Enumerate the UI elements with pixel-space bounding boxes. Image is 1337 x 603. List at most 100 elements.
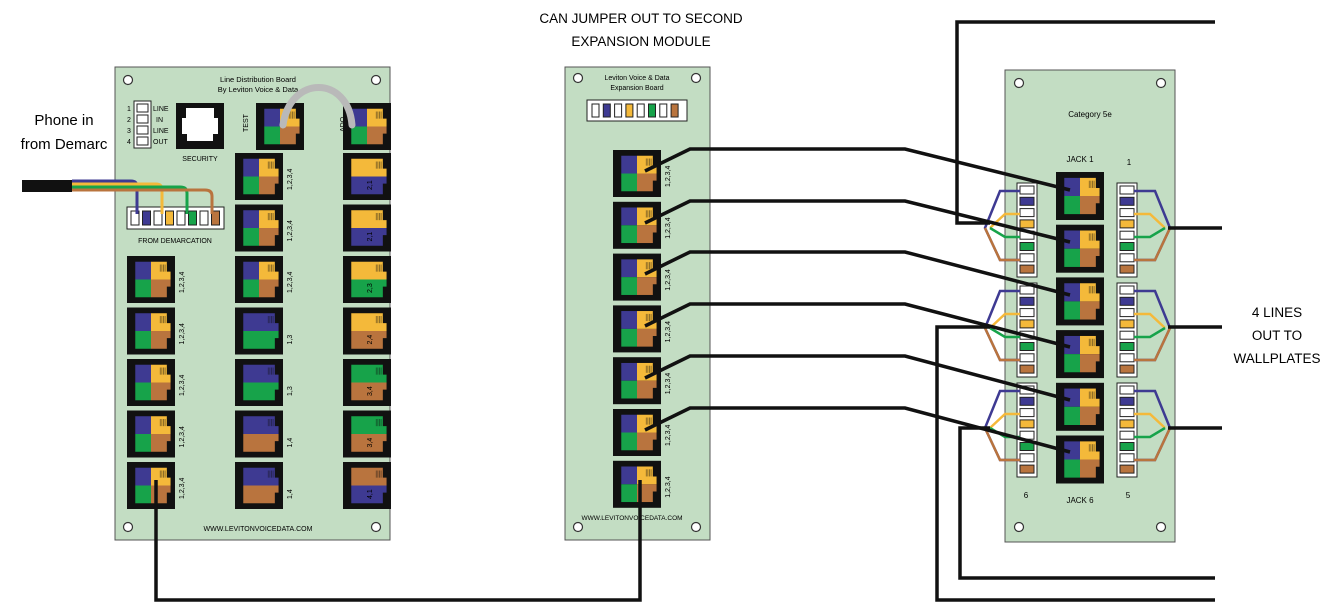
rj-jack — [127, 307, 175, 355]
jack-pair-label: 1,2,3,4 — [287, 271, 294, 293]
rj-jack — [127, 359, 175, 406]
line-label: LINE — [153, 128, 169, 135]
pin-number: 2 — [127, 117, 131, 124]
jack-pair-label: 1,3 — [287, 335, 294, 345]
jack-pair-label: 1,4 — [287, 438, 294, 448]
cat5e-jack — [1056, 277, 1104, 326]
rj-jack — [613, 409, 661, 456]
jack-pair-label: 4,1 — [367, 489, 374, 499]
outside-cable-top — [955, 20, 1215, 225]
jack-pair-label: 1,2,3,4 — [179, 426, 186, 448]
test-ado-jumper — [279, 84, 356, 129]
punchdown-strip — [1016, 382, 1038, 478]
mount-hole — [1155, 77, 1167, 89]
outside-cable-middle — [958, 426, 1215, 580]
jack-pair-label: 1,2,3,4 — [665, 217, 672, 239]
jumper-label-1: CAN JUMPER OUT TO SECOND — [539, 11, 743, 26]
mount-hole — [690, 72, 702, 84]
middle-jack-column: 1,2,3,41,2,3,41,2,3,41,31,31,41,4 — [235, 153, 294, 509]
lines-out-label-2: OUT TO — [1252, 328, 1302, 343]
jack-1-label: JACK 1 — [1066, 155, 1094, 164]
jack-pair-label: 2,4 — [367, 335, 374, 345]
terminal-slot — [153, 210, 163, 226]
mount-hole — [690, 521, 702, 533]
expansion-terminal — [586, 99, 688, 122]
jack-pair-label: 2,3 — [367, 283, 374, 293]
jack-pair-label: 1,3 — [287, 386, 294, 396]
punchdown-strip — [1116, 382, 1138, 478]
mount-hole — [572, 72, 584, 84]
mount-hole — [1013, 77, 1025, 89]
jack-cable — [644, 354, 1071, 402]
distribution-board-website: WWW.LEVITONVOICEDATA.COM — [204, 526, 313, 533]
terminal-slot — [165, 210, 174, 226]
terminal-slot — [199, 210, 209, 226]
demarcation-label: FROM DEMARCATION — [138, 238, 212, 245]
terminal-slot — [625, 103, 634, 118]
lines-out-label-1: 4 LINES — [1252, 305, 1302, 320]
security-jack — [176, 103, 224, 149]
mount-hole — [122, 74, 134, 86]
pin-label-6: 6 — [1024, 491, 1029, 500]
security-label: SECURITY — [182, 156, 218, 163]
cat5e-jack — [1056, 224, 1104, 273]
rj-jack — [613, 150, 661, 197]
rj-jack — [235, 153, 283, 200]
terminal-slot — [591, 103, 600, 118]
terminal-slot — [142, 210, 151, 226]
rj-jack — [235, 462, 283, 509]
punchdown-strip — [1016, 282, 1038, 378]
mount-hole — [370, 521, 382, 533]
rj-jack — [235, 307, 283, 355]
mount-hole — [122, 521, 134, 533]
distribution-board-title-1: Line Distribution Board — [220, 75, 296, 84]
terminal-slot — [614, 103, 623, 118]
wiring — [22, 20, 1222, 602]
jack-pair-label: 1,4 — [287, 489, 294, 499]
punchdown-strip — [1116, 282, 1138, 378]
pin-number: 1 — [127, 106, 131, 113]
terminal-slot — [176, 210, 186, 226]
rj-jack — [343, 410, 391, 458]
expansion-board-title-1: Leviton Voice & Data — [605, 75, 670, 82]
terminal-slot — [659, 103, 668, 118]
cat5e-jack — [1056, 382, 1104, 431]
pin-number: 4 — [127, 139, 131, 146]
test-label: TEST — [243, 113, 250, 132]
rj-jack — [613, 253, 661, 301]
phone-in-label-1: Phone in — [34, 112, 93, 129]
rj-jack — [127, 256, 175, 303]
cat5e-title: Category 5e — [1068, 110, 1112, 119]
rj-jack — [235, 204, 283, 252]
rj-jack — [343, 359, 391, 406]
jack-cable — [644, 147, 1071, 192]
rj-jack — [343, 307, 391, 355]
lines-out-label-3: WALLPLATES — [1233, 351, 1320, 366]
jack-pair-label: 1,2,3,4 — [665, 424, 672, 446]
distribution-board: Line Distribution Board By Leviton Voice… — [114, 66, 391, 541]
mount-hole — [572, 521, 584, 533]
jack-pair-label: 3,4 — [367, 386, 374, 396]
jack-6-label: JACK 6 — [1066, 496, 1094, 505]
rj-jack — [613, 460, 661, 508]
demarcation-terminal — [126, 206, 225, 230]
rj-jack — [613, 201, 661, 249]
expansion-jack-column: 1,2,3,41,2,3,41,2,3,41,2,3,41,2,3,41,2,3… — [613, 150, 672, 508]
expansion-board-title-2: Expansion Board — [610, 85, 663, 92]
jack-cable — [644, 406, 1071, 454]
rj-jack — [235, 410, 283, 458]
left-jack-column: 1,2,3,41,2,3,41,2,3,41,2,3,41,2,3,4 — [127, 256, 186, 509]
punchdown-strip — [1116, 182, 1138, 278]
rj-jack — [235, 256, 283, 303]
jack-pair-label: 1,2,3,4 — [665, 476, 672, 498]
rj-jack — [127, 462, 175, 509]
jack-pair-label: 1,2,3,4 — [179, 374, 186, 396]
terminal-slot — [670, 103, 679, 118]
distribution-board-title-2: By Leviton Voice & Data — [218, 85, 299, 94]
board-link-cable — [154, 480, 642, 602]
jack-pair-label: 3,4 — [367, 438, 374, 448]
right-jack-column: 2,12,12,32,43,43,44,1 — [343, 153, 391, 509]
mount-hole — [1155, 521, 1167, 533]
pair-wires — [983, 189, 1172, 262]
